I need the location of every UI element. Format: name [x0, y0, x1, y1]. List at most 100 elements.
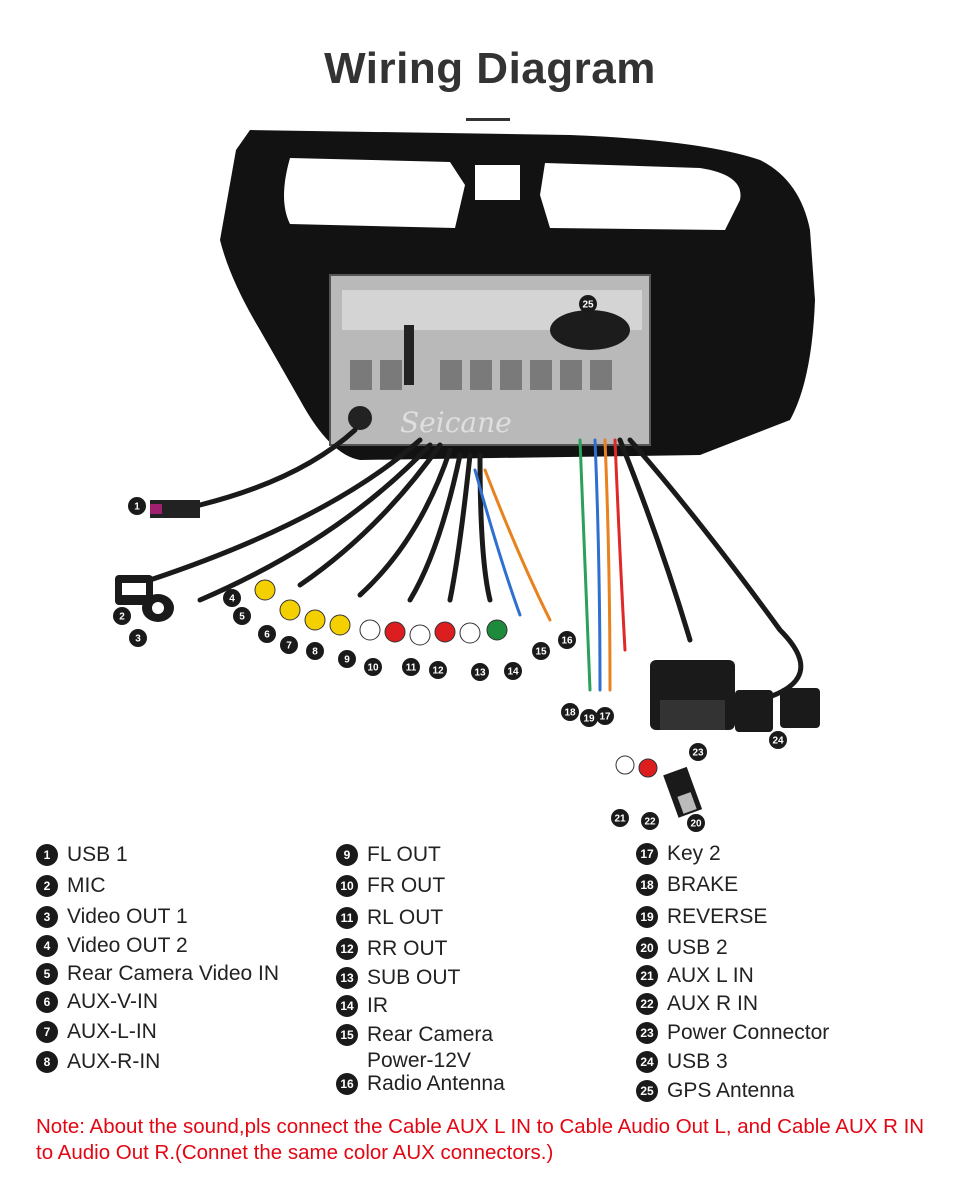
svg-text:18: 18 — [564, 708, 576, 719]
legend-number-badge: 15 — [336, 1024, 358, 1046]
legend-number-badge: 5 — [36, 963, 58, 985]
legend-label: MIC — [67, 874, 106, 897]
svg-text:13: 13 — [474, 668, 486, 679]
callout-5: 5 — [233, 607, 251, 625]
svg-text:19: 19 — [583, 714, 595, 725]
legend-number-badge: 25 — [636, 1080, 658, 1102]
legend-number-badge: 8 — [36, 1051, 58, 1073]
svg-text:14: 14 — [507, 667, 519, 678]
svg-text:15: 15 — [535, 647, 547, 658]
callout-9: 9 — [338, 650, 356, 668]
svg-text:1: 1 — [134, 502, 140, 513]
legend-label: USB 2 — [667, 936, 728, 959]
legend-label: USB 3 — [667, 1050, 728, 1073]
callout-17: 17 — [596, 707, 614, 725]
callout-20: 20 — [687, 814, 705, 832]
callout-19: 19 — [580, 709, 598, 727]
callout-21: 21 — [611, 809, 629, 827]
legend-item-25: 25 GPS Antenna — [636, 1078, 794, 1104]
legend-label: RL OUT — [367, 906, 444, 929]
svg-text:7: 7 — [286, 641, 292, 652]
callout-10: 10 — [364, 658, 382, 676]
callout-2: 2 — [113, 607, 131, 625]
legend-number-badge: 20 — [636, 937, 658, 959]
legend-number-badge: 10 — [336, 875, 358, 897]
legend-number-badge: 7 — [36, 1021, 58, 1043]
legend-label: FR OUT — [367, 874, 446, 897]
legend-label: AUX-L-IN — [67, 1020, 157, 1043]
legend-number-badge: 11 — [336, 907, 358, 929]
callout-6: 6 — [258, 625, 276, 643]
gps-puck — [550, 310, 630, 350]
legend-item-12: 12 RR OUT — [336, 936, 448, 962]
legend-number-badge: 12 — [336, 938, 358, 960]
legend-item-23: 23 Power Connector — [636, 1020, 829, 1046]
callout-22: 22 — [641, 812, 659, 830]
legend-number-badge: 22 — [636, 993, 658, 1015]
callout-3: 3 — [129, 629, 147, 647]
sound-connection-note: Note: About the sound,pls connect the Ca… — [36, 1115, 925, 1164]
legend-number-badge: 9 — [336, 844, 358, 866]
svg-text:22: 22 — [644, 817, 656, 828]
legend-item-10: 10 FR OUT — [336, 873, 445, 899]
legend-label: Key 2 — [667, 842, 721, 865]
bezel-vent-left — [284, 158, 465, 228]
callout-12: 12 — [429, 661, 447, 679]
legend-label: Radio Antenna — [367, 1072, 505, 1095]
legend-number-badge: 23 — [636, 1022, 658, 1044]
title-divider — [466, 118, 510, 121]
svg-text:3: 3 — [135, 634, 141, 645]
callout-25: 25 — [579, 295, 597, 313]
watermark: Seicane — [400, 406, 512, 439]
svg-text:21: 21 — [614, 814, 626, 825]
svg-text:2: 2 — [119, 612, 125, 623]
legend-label: USB 1 — [67, 843, 128, 866]
callout-15: 15 — [532, 642, 550, 660]
legend-label: Rear Camera Video IN — [67, 962, 280, 985]
legend-item-19: 19 REVERSE — [636, 904, 767, 930]
legend-number-badge: 13 — [336, 967, 358, 989]
callout-16: 16 — [558, 631, 576, 649]
legend-number-badge: 24 — [636, 1051, 658, 1073]
svg-text:12: 12 — [432, 666, 444, 677]
usb3-socket-a — [735, 690, 773, 732]
svg-text:20: 20 — [690, 819, 702, 830]
legend-number-badge: 4 — [36, 935, 58, 957]
callout-4: 4 — [223, 589, 241, 607]
legend-number-badge: 19 — [636, 906, 658, 928]
legend-item-7: 7 AUX-L-IN — [36, 1019, 157, 1045]
svg-text:6: 6 — [264, 630, 270, 641]
legend-label: Video OUT 2 — [67, 934, 188, 957]
legend-label: RR OUT — [367, 937, 448, 960]
legend-label: REVERSE — [667, 905, 768, 928]
callout-13: 13 — [471, 663, 489, 681]
legend-number-badge: 6 — [36, 991, 58, 1013]
legend-item-1: 1 USB 1 — [36, 842, 128, 868]
callout-23: 23 — [689, 743, 707, 761]
legend-number-badge: 3 — [36, 906, 58, 928]
svg-text:24: 24 — [772, 736, 784, 747]
legend-label: BRAKE — [667, 873, 739, 896]
callout-24: 24 — [769, 731, 787, 749]
legend-label: Power Connector — [667, 1021, 830, 1044]
legend-number-badge: 1 — [36, 844, 58, 866]
legend-item-11: 11 RL OUT — [336, 905, 443, 931]
wifi-antenna — [404, 325, 414, 385]
page-title: Wiring Diagram — [324, 44, 656, 93]
legend-label: IR — [367, 994, 388, 1017]
legend-number-badge: 16 — [336, 1073, 358, 1095]
bezel-vent-right — [540, 163, 741, 230]
bezel-gap — [475, 165, 520, 200]
svg-text:25: 25 — [582, 300, 594, 311]
legend-label: GPS Antenna — [667, 1079, 795, 1102]
